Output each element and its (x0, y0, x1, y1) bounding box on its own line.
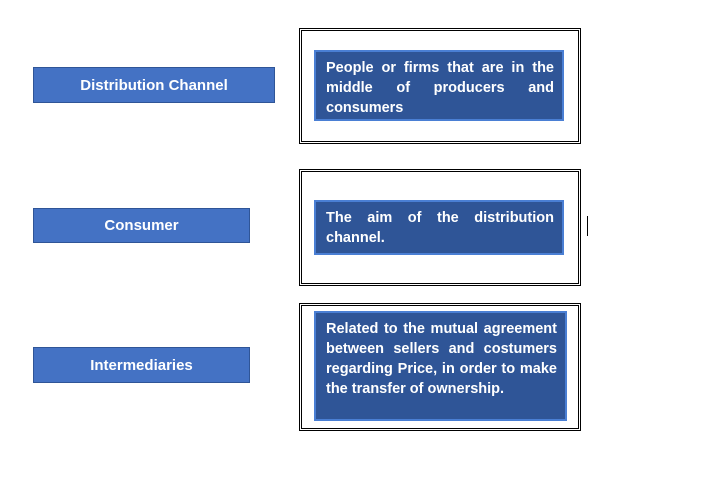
term-box-distribution-channel[interactable]: Distribution Channel (33, 67, 275, 103)
text-cursor (587, 216, 588, 236)
term-label: Distribution Channel (80, 76, 228, 94)
definition-text: The aim of the distribution channel. (326, 210, 554, 246)
definition-box-2[interactable]: The aim of the distribution channel. (314, 200, 564, 255)
definition-box-3[interactable]: Related to the mutual agreement between … (314, 311, 567, 421)
term-label: Consumer (104, 217, 179, 234)
definition-box-1[interactable]: People or firms that are in the middle o… (314, 50, 564, 121)
definition-text: People or firms that are in the middle o… (326, 60, 554, 116)
term-label: Intermediaries (90, 356, 193, 374)
term-box-intermediaries[interactable]: Intermediaries (33, 347, 250, 383)
definition-text: Related to the mutual agreement between … (326, 321, 557, 397)
term-box-consumer[interactable]: Consumer (33, 208, 250, 243)
